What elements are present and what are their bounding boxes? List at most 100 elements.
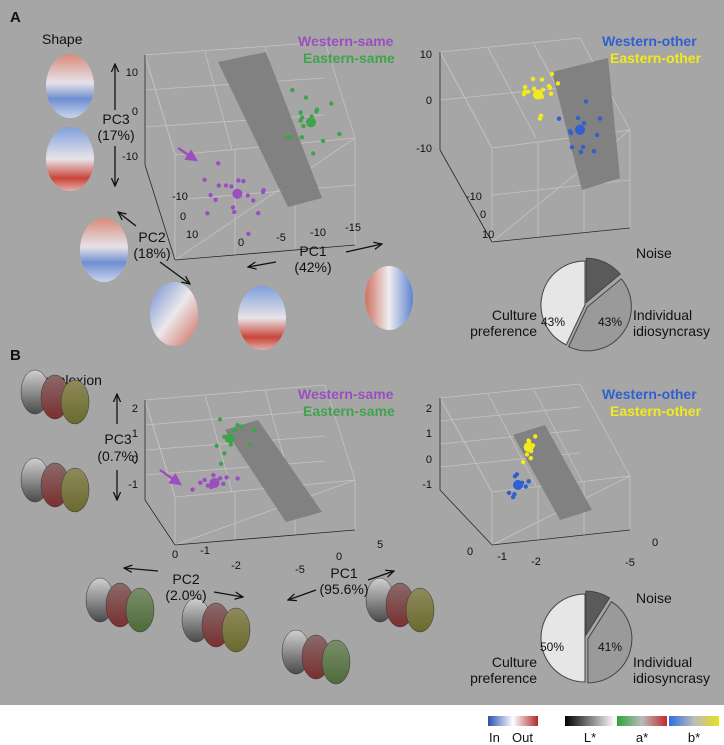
data-point bbox=[583, 99, 589, 104]
data-point bbox=[205, 211, 210, 216]
tick-label: -10 bbox=[310, 227, 326, 239]
pie-a-individual-pct: 43% bbox=[598, 315, 622, 329]
data-point bbox=[298, 110, 303, 115]
legend-eastern-other: Eastern-other bbox=[610, 50, 702, 66]
panel-a-left-pc1-ticks: 0 -5 -10 -15 bbox=[238, 222, 361, 249]
data-point bbox=[301, 123, 306, 129]
data-point bbox=[300, 115, 305, 120]
panel-b-right-separating-plane bbox=[513, 425, 592, 520]
group-mean-point bbox=[513, 480, 523, 490]
group-mean-point bbox=[224, 433, 235, 444]
tick-label: 1 bbox=[426, 428, 432, 440]
panel-b-highlight-arrow bbox=[159, 468, 183, 486]
data-point bbox=[521, 459, 526, 465]
tick-label: -2 bbox=[231, 560, 241, 572]
colorbar-b-star bbox=[669, 716, 719, 726]
pie-b-culture-pct: 50% bbox=[540, 640, 564, 654]
data-point bbox=[205, 483, 211, 488]
data-point bbox=[190, 487, 195, 492]
tick-label: -1 bbox=[200, 545, 210, 557]
tick-label: 0 bbox=[238, 237, 244, 249]
data-point bbox=[568, 130, 574, 136]
pie-a-culture-label-2: preference bbox=[470, 323, 537, 339]
data-point bbox=[256, 211, 261, 216]
data-point bbox=[223, 183, 229, 188]
tick-label: -1 bbox=[497, 551, 507, 563]
panel-a-highlight-arrow bbox=[177, 146, 199, 162]
colorbar-out-label: Out bbox=[512, 730, 533, 745]
group-mean-point bbox=[523, 442, 534, 453]
panel-a-pie-chart bbox=[540, 257, 632, 352]
data-point bbox=[230, 205, 236, 210]
tick-label: 5 bbox=[377, 539, 383, 551]
data-point bbox=[591, 149, 597, 154]
tick-label: 1 bbox=[132, 428, 138, 440]
data-point bbox=[597, 116, 603, 121]
data-point bbox=[555, 81, 561, 86]
tick-label: 0 bbox=[132, 454, 138, 466]
pie-slice-noise bbox=[585, 257, 621, 304]
data-point bbox=[575, 115, 581, 121]
colorbar-in-label: In bbox=[489, 730, 500, 745]
tick-label: 0 bbox=[132, 106, 138, 118]
colorbar-a-label: a* bbox=[636, 730, 648, 745]
axis-label-pc1-pct-b: (95.6%) bbox=[319, 581, 368, 597]
data-point bbox=[290, 87, 295, 93]
complexion-face bbox=[221, 607, 251, 653]
face-pc3-negative bbox=[46, 127, 94, 191]
data-point bbox=[221, 481, 226, 487]
data-point bbox=[211, 473, 216, 478]
panel-a-left-z-ticks: 10 0 -10 bbox=[122, 67, 138, 163]
legend-western-same: Western-same bbox=[298, 33, 394, 49]
data-point bbox=[217, 476, 223, 481]
data-point bbox=[217, 417, 223, 422]
legend-western-same-b: Western-same bbox=[298, 386, 394, 402]
tick-label: -10 bbox=[122, 151, 138, 163]
data-point bbox=[569, 145, 575, 150]
axis-label-pc1-pct: (42%) bbox=[294, 259, 331, 275]
tick-label: 0 bbox=[652, 537, 658, 549]
data-point bbox=[548, 91, 554, 96]
complexion-face-groups bbox=[20, 369, 435, 685]
pie-slice-noise bbox=[585, 590, 611, 637]
data-point bbox=[232, 427, 237, 433]
group-mean-point bbox=[533, 89, 543, 100]
pie-b-individual-label-2: idiosyncrasy bbox=[633, 670, 710, 686]
data-point bbox=[523, 484, 528, 489]
pie-a-culture-label: Culture bbox=[492, 307, 537, 323]
data-point bbox=[533, 434, 538, 439]
data-point bbox=[216, 183, 221, 188]
data-point bbox=[213, 197, 218, 202]
data-point bbox=[528, 456, 533, 461]
legend-eastern-same-b: Eastern-same bbox=[303, 403, 395, 419]
data-point bbox=[524, 452, 530, 457]
pie-slice-culture bbox=[540, 593, 586, 683]
panel-b-left-separating-plane bbox=[225, 420, 322, 522]
panel-b-pie-chart bbox=[540, 590, 633, 684]
tick-label: -5 bbox=[625, 557, 635, 569]
data-point bbox=[222, 451, 227, 456]
panel-b-right-pc1-ticks: 0 -5 bbox=[625, 537, 658, 569]
pie-a-individual-label-2: idiosyncrasy bbox=[633, 323, 710, 339]
tick-label: 10 bbox=[126, 67, 138, 79]
panel-a-left-axis-lines bbox=[144, 55, 356, 261]
tick-label: -10 bbox=[466, 191, 482, 203]
group-mean-point bbox=[232, 188, 243, 199]
data-point bbox=[202, 477, 207, 483]
panel-a-right-z-ticks: 10 0 -10 bbox=[416, 49, 432, 155]
complexion-face bbox=[60, 379, 90, 425]
data-point bbox=[521, 92, 527, 97]
complexion-face bbox=[405, 587, 435, 633]
colorbar-l-label: L* bbox=[584, 730, 596, 745]
data-point bbox=[578, 149, 584, 155]
data-point bbox=[594, 132, 600, 138]
data-point bbox=[510, 494, 516, 500]
data-point bbox=[235, 476, 240, 481]
data-point bbox=[198, 480, 203, 485]
pc1-arrow-right-b bbox=[367, 571, 394, 581]
data-point bbox=[251, 427, 257, 432]
pie-slice-culture bbox=[540, 260, 586, 346]
colorbar-b-label: b* bbox=[688, 730, 700, 745]
panel-b-left-axis-lines bbox=[144, 400, 356, 546]
